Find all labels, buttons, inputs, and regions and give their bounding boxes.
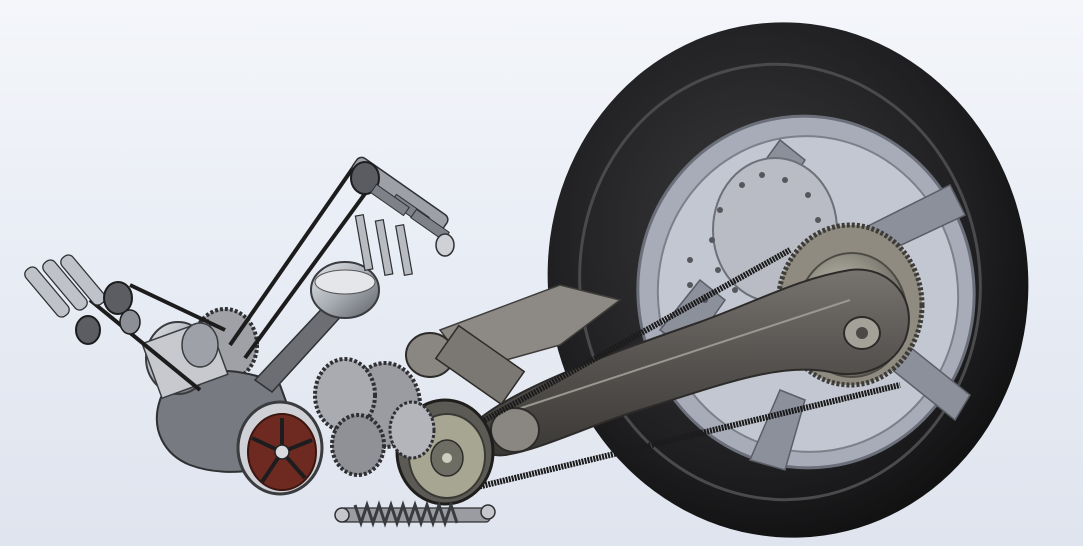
left-pulley-3[interactable] <box>119 309 141 335</box>
left-valves[interactable] <box>22 253 107 320</box>
secondary-cam-cluster[interactable] <box>22 253 141 345</box>
shock-mount-end-2 <box>480 504 496 520</box>
swingarm[interactable] <box>405 268 910 457</box>
shock-mount-end <box>334 507 350 523</box>
cylinder-top <box>181 322 219 368</box>
gear-3 <box>330 413 386 477</box>
swingarm-pivot-right[interactable] <box>490 407 540 453</box>
valve-rockers <box>370 183 450 242</box>
flywheel-hub <box>274 444 290 460</box>
piston-crown <box>314 269 376 295</box>
rear-wheel[interactable] <box>514 0 1061 546</box>
swingarm-edge-line <box>514 299 851 411</box>
drive-belt[interactable] <box>438 247 901 493</box>
shock-coil <box>353 500 459 528</box>
swingarm-crossmember <box>434 324 526 406</box>
flywheel[interactable] <box>236 400 324 496</box>
cam-lobe-end <box>435 233 455 257</box>
timing-belt[interactable] <box>88 163 377 392</box>
cam-pulley[interactable] <box>350 161 380 195</box>
rear-shock-spring[interactable] <box>334 500 496 528</box>
axle-center <box>856 327 868 339</box>
gear-4 <box>388 400 436 460</box>
left-pulley-1[interactable] <box>103 281 133 315</box>
camshaft-valvetrain[interactable] <box>350 155 455 277</box>
left-pulley-2[interactable] <box>75 315 101 345</box>
intake-valves[interactable] <box>354 214 413 277</box>
